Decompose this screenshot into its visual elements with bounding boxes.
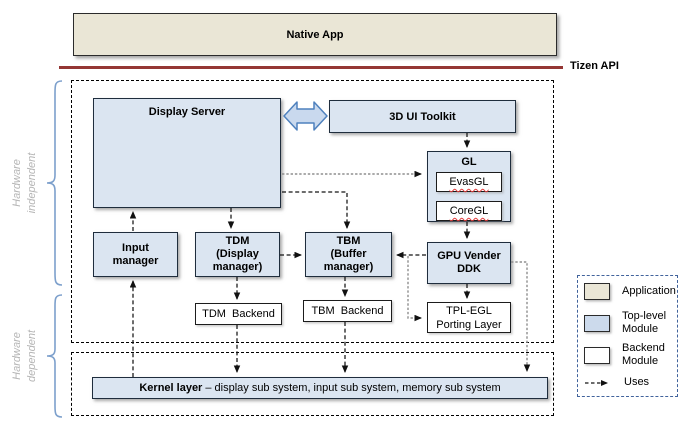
tpl-egl-porting-layer-label: TPL-EGL Porting Layer: [436, 304, 502, 331]
hardware-dependent-label: Hardware dependent: [11, 330, 38, 382]
uses-arrow-icon: [585, 379, 608, 386]
gpu-vender-ddk-box: GPU Vender DDK: [427, 242, 511, 284]
top-level-module-swatch-icon: [584, 314, 610, 332]
tizen-api-label: Tizen API: [570, 60, 619, 72]
hardware-independent-brace-icon: [46, 80, 63, 286]
kernel-layer-box: Kernel layer – display sub system, input…: [92, 377, 548, 399]
legend-uses-label: Uses: [624, 376, 650, 388]
coregl-box: CoreGL: [436, 201, 502, 221]
backend-module-swatch-icon: [584, 346, 610, 364]
tbm-backend-label: TBM Backend: [311, 305, 384, 317]
input-manager-box: Input manager: [93, 232, 178, 277]
hardware-independent-label: Hardware independent: [11, 152, 38, 214]
application-swatch-icon: [584, 283, 610, 300]
tdm-backend-box: TDM Backend: [195, 303, 282, 325]
legend-backend-module-label: Backend Module: [622, 342, 665, 367]
native-app-label: Native App: [286, 28, 344, 41]
display-server-box: Display Server: [93, 98, 281, 208]
legend-item-uses: Uses: [584, 376, 649, 389]
tbm-box: TBM (Buffer manager): [305, 232, 392, 277]
legend-top-level-module-label: Top-level Module: [622, 310, 667, 335]
legend-item-backend-module: Backend Module: [584, 342, 677, 368]
tbm-label: TBM (Buffer manager): [323, 235, 374, 273]
gl-label: GL: [461, 156, 477, 168]
3d-ui-toolkit-box: 3D UI Toolkit: [329, 100, 516, 133]
legend-item-top-level-module: Top-level Module: [584, 310, 677, 336]
hardware-dependent-region: [71, 352, 554, 416]
evasgl-label: EvasGL: [449, 176, 489, 188]
gl-box: GL EvasGL CoreGL: [427, 151, 511, 222]
hardware-independent-region: [71, 80, 554, 343]
native-app-box: Native App: [73, 13, 557, 56]
tpl-egl-porting-layer-box: TPL-EGL Porting Layer: [427, 302, 511, 333]
evasgl-box: EvasGL: [436, 172, 502, 192]
coregl-label: CoreGL: [449, 205, 489, 217]
3d-ui-toolkit-label: 3D UI Toolkit: [389, 110, 456, 123]
hardware-dependent-brace-icon: [46, 294, 63, 418]
legend-application-label: Application: [622, 285, 676, 297]
tdm-backend-label: TDM Backend: [202, 308, 275, 320]
display-server-label: Display Server: [148, 106, 226, 118]
tdm-box: TDM (Display manager): [195, 232, 280, 277]
tizen-api-line: [59, 66, 563, 69]
legend-item-application: Application: [584, 283, 676, 300]
input-manager-label: Input manager: [112, 241, 159, 267]
tbm-backend-box: TBM Backend: [303, 300, 392, 322]
brace-icons: [46, 80, 63, 418]
kernel-layer-title: Kernel layer: [139, 382, 203, 394]
tdm-label: TDM (Display manager): [212, 235, 263, 273]
kernel-layer-desc: – display sub system, input sub system, …: [205, 382, 501, 394]
legend-box: Application Top-level Module Backend Mod…: [577, 275, 678, 397]
gpu-vender-ddk-label: GPU Vender DDK: [437, 250, 501, 275]
